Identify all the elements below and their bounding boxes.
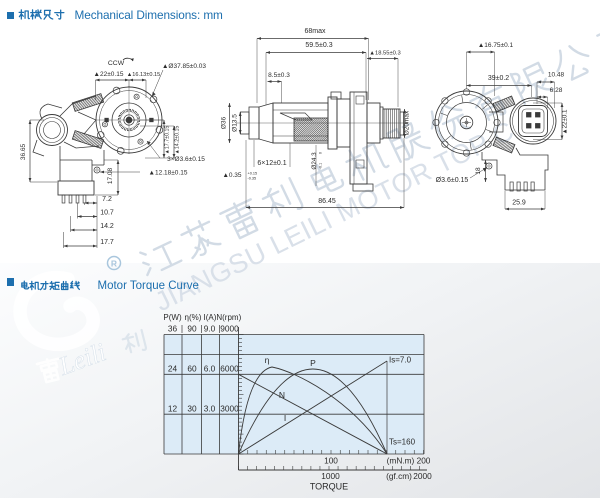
svg-text:17.7: 17.7	[100, 239, 114, 246]
svg-text:60: 60	[187, 364, 197, 374]
svg-text:3000: 3000	[220, 404, 239, 414]
svg-text:▲12.18±0.15: ▲12.18±0.15	[149, 170, 188, 177]
svg-text:Ø24.3: Ø24.3	[311, 152, 318, 170]
svg-text:36.65: 36.65	[20, 143, 27, 160]
svg-text:Ø36: Ø36	[221, 116, 228, 129]
svg-text:R: R	[111, 259, 117, 269]
svg-text:P: P	[310, 358, 316, 368]
svg-text:9.0: 9.0	[204, 324, 216, 334]
svg-text:▲22±0.1: ▲22±0.1	[562, 109, 569, 135]
svg-text:8.5±0.3: 8.5±0.3	[268, 72, 290, 79]
svg-text:I: I	[284, 413, 286, 423]
svg-text:Is=7.0: Is=7.0	[389, 356, 412, 365]
svg-text:25.9: 25.9	[512, 200, 526, 207]
svg-text:9000: 9000	[220, 324, 239, 334]
svg-text:0: 0	[319, 152, 323, 154]
svg-text:6.28: 6.28	[550, 87, 563, 94]
svg-text:30: 30	[187, 404, 197, 414]
svg-text:▲18.55±0.3: ▲18.55±0.3	[369, 51, 400, 57]
svg-text:3×Ø3.6±0.15: 3×Ø3.6±0.15	[167, 156, 205, 163]
svg-text:68max: 68max	[304, 28, 326, 35]
svg-text:39±0.2: 39±0.2	[488, 75, 509, 82]
svg-text:TORQUE: TORQUE	[310, 482, 348, 492]
svg-text:I(A): I(A)	[204, 313, 217, 322]
svg-text:(mN.m): (mN.m)	[387, 456, 415, 466]
svg-text:▲0.35: ▲0.35	[222, 172, 241, 179]
svg-text:14.2: 14.2	[100, 223, 114, 230]
svg-text:+0.15: +0.15	[248, 172, 258, 176]
svg-text:-0.1: -0.1	[319, 163, 323, 170]
svg-text:2000: 2000	[413, 471, 432, 481]
svg-text:6×12±0.1: 6×12±0.1	[257, 160, 286, 167]
svg-text:6000: 6000	[220, 364, 239, 374]
svg-text:▲17.7±0.15: ▲17.7±0.15	[165, 126, 171, 155]
svg-text:6.0: 6.0	[204, 364, 216, 374]
svg-text:90: 90	[187, 324, 197, 334]
svg-text:η: η	[265, 355, 270, 365]
svg-text:▲16.13±0.15: ▲16.13±0.15	[127, 72, 161, 78]
svg-text:(gf.cm): (gf.cm)	[386, 471, 412, 481]
svg-text:N: N	[279, 390, 285, 400]
svg-text:17.08: 17.08	[107, 167, 114, 184]
svg-text:12: 12	[168, 404, 178, 414]
svg-text:Ts=160: Ts=160	[389, 438, 416, 447]
svg-text:▲22±0.15: ▲22±0.15	[94, 71, 124, 78]
svg-text:59.5±0.3: 59.5±0.3	[305, 42, 332, 49]
svg-text:Ø3.6±0.15: Ø3.6±0.15	[436, 177, 469, 184]
svg-text:-0.35: -0.35	[248, 177, 257, 181]
svg-text:24: 24	[168, 364, 178, 374]
svg-text:10.7: 10.7	[100, 209, 114, 216]
svg-text:▲14.2±0.15: ▲14.2±0.15	[175, 126, 181, 155]
svg-text:Ø13.5: Ø13.5	[232, 114, 239, 132]
svg-text:N(rpm): N(rpm)	[216, 313, 241, 322]
svg-text:200: 200	[417, 456, 431, 466]
svg-text:18: 18	[475, 167, 482, 175]
svg-text:η(%): η(%)	[185, 313, 202, 322]
svg-text:100: 100	[324, 456, 338, 466]
svg-text:36: 36	[168, 324, 178, 334]
svg-text:▲16.75±0.1: ▲16.75±0.1	[478, 42, 514, 49]
svg-text:86.45: 86.45	[318, 198, 336, 205]
svg-text:▲Ø37.85±0.03: ▲Ø37.85±0.03	[162, 63, 206, 70]
svg-text:3.0: 3.0	[204, 404, 216, 414]
svg-text:7.2: 7.2	[102, 196, 112, 203]
svg-text:Ø20max: Ø20max	[404, 110, 411, 135]
svg-text:CCW: CCW	[108, 60, 125, 67]
svg-text:1000: 1000	[321, 471, 340, 481]
svg-text:P(W): P(W)	[163, 313, 182, 322]
svg-text:10.48: 10.48	[548, 72, 565, 79]
